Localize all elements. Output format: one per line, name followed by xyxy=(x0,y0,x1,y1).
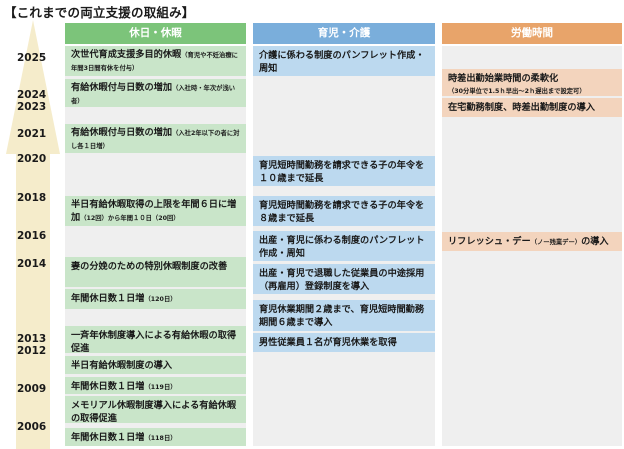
childcare-item: 育児短時間勤務を請求できる子の年令を１０歳まで延長 xyxy=(253,156,435,186)
year-label: 2014 xyxy=(17,258,47,270)
leave-item: 一斉年休制度導入による有給休暇の取得促進 xyxy=(65,326,246,354)
hours-item: 在宅勤務制度、時差出勤制度の導入 xyxy=(442,98,622,117)
year-label: 2012 xyxy=(17,345,47,357)
leave-item: 半日有給休暇制度の導入 xyxy=(65,356,246,374)
childcare-item: 出産・育児に係わる制度のパンフレット作成・周知 xyxy=(253,231,435,261)
hours-item: 時差出勤始業時間の柔軟化（30分単位で1.5ｈ早出～2ｈ遅出まで設定可） xyxy=(442,69,622,96)
childcare-item: 介護に係わる制度のパンフレット作成・周知 xyxy=(253,46,435,76)
timeline-arrow xyxy=(6,20,60,449)
year-label: 2024 xyxy=(17,89,47,101)
childcare-item: 育児休業期間２歳まで、育児短時間勤務期間６歳まで導入 xyxy=(253,300,435,331)
year-label: 2009 xyxy=(17,383,47,395)
year-label: 2006 xyxy=(17,421,47,433)
childcare-item: 出産・育児で退職した従業員の中途採用（再雇用）登録制度を導入 xyxy=(253,264,435,294)
year-label: 2018 xyxy=(17,192,47,204)
page-title: 【これまでの両立支援の取組み】 xyxy=(4,5,195,20)
leave-item: 年間休日数１日増（120日） xyxy=(65,289,246,309)
year-label: 2025 xyxy=(17,52,47,64)
year-label: 2013 xyxy=(17,333,47,345)
leave-item: 半日有給休暇取得の上限を年間６日に増加（12回）から年間１０日（20回） xyxy=(65,196,246,226)
year-label: 2016 xyxy=(17,230,47,242)
column-header-leave: 休日・休暇 xyxy=(65,23,246,44)
year-label: 2021 xyxy=(17,128,47,140)
childcare-item: 育児短時間勤務を請求できる子の年令を８歳まで延長 xyxy=(253,196,435,226)
leave-item: 妻の分娩のための特別休暇制度の改善 xyxy=(65,257,246,287)
leave-item: 年間休日数１日増（118日） xyxy=(65,428,246,446)
leave-item: 有給休暇付与日数の増加（入社時・年次が浅い者） xyxy=(65,79,246,107)
leave-item: 有給休暇付与日数の増加（入社2年以下の者に対し各１日増） xyxy=(65,124,246,153)
column-header-childcare: 育児・介護 xyxy=(253,23,435,44)
column-header-hours: 労働時間 xyxy=(442,23,622,44)
hours-item: リフレッシュ・デー（ノー残業デー）の導入 xyxy=(442,232,622,251)
year-label: 2023 xyxy=(17,101,47,113)
leave-item: メモリアル休暇制度導入による有給休暇の取得促進 xyxy=(65,396,246,424)
leave-item: 年間休日数１日増（119日） xyxy=(65,377,246,394)
leave-item: 次世代育成支援多目的休暇（育児や不妊治療に年間3日間有休を付与） xyxy=(65,46,246,76)
childcare-item: 男性従業員１名が育児休業を取得 xyxy=(253,333,435,352)
year-label: 2020 xyxy=(17,153,47,165)
